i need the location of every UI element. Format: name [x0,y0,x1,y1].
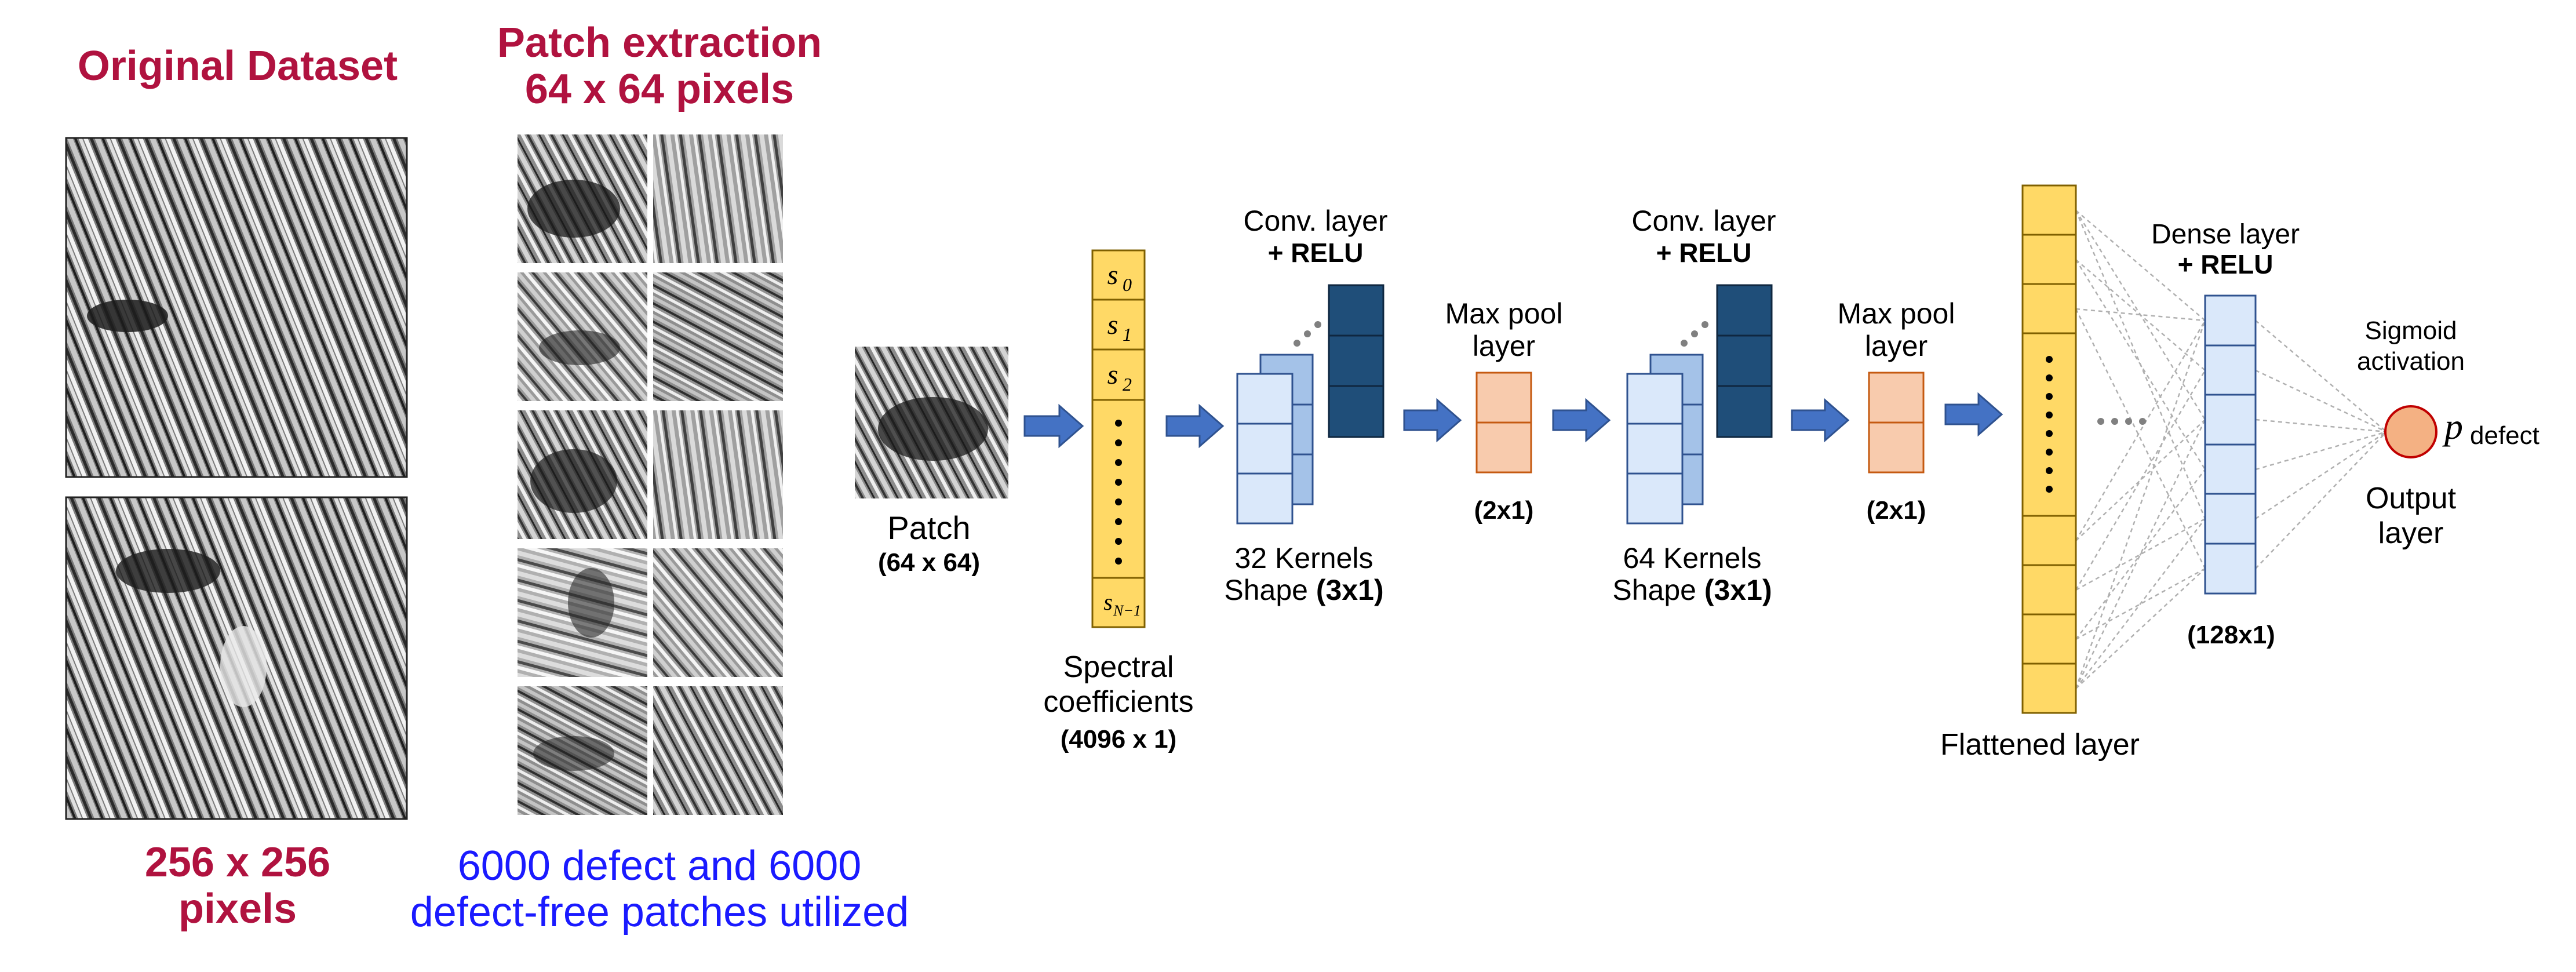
pool2-title-line2: layer [1865,330,1928,362]
conv2-shape: Shape (3x1) [1612,574,1772,606]
conv1-shape-prefix: Shape [1224,574,1316,606]
pool2-title-line1: Max pool [1838,297,1955,330]
svg-text:p: p [2442,406,2463,447]
pool1-block [1475,372,1532,474]
spectral-coeff-s2: s 2 [1107,359,1132,395]
spectral-ellipsis-dots [1115,420,1122,565]
conv1-kernels: 32 Kernels [1234,542,1373,574]
output-label-line1: Output [2366,482,2457,515]
conv1-title-line2: + RELU [1268,238,1364,268]
arrow-conv1-to-pool1 [1403,398,1462,443]
pool2-block [1868,372,1925,474]
conv2-shape-value: (3x1) [1704,574,1772,606]
output-neuron [2384,405,2437,458]
spectral-label-line2: coefficients [1043,685,1193,719]
patch-grid [518,134,783,815]
flattened-label: Flattened layer [1940,728,2140,762]
conv2-title-line1: Conv. layer [1631,205,1776,237]
spectral-coeff-sN-1: s N−1 [1103,589,1141,619]
original-image-2 [65,496,408,820]
patch-thumbnail [653,134,783,263]
sigmoid-label-line1: Sigmoid [2365,316,2457,345]
original-size-line1: 256 x 256 [145,839,330,886]
patch-thumbnail [653,548,783,677]
pool2-size: (2x1) [1867,496,1926,525]
arrow-pool1-to-conv2 [1552,398,1611,443]
svg-text:defect: defect [2470,421,2539,450]
patch-thumbnail [653,410,783,539]
arrow-pool2-to-flatten [1944,392,2003,437]
output-label-line2: layer [2378,516,2444,550]
dense-vector [2204,294,2257,595]
input-patch-label: Patch [887,509,970,546]
connection-ellipsis [2097,418,2146,425]
svg-text:s: s [1103,589,1113,615]
arrow-patch-to-spectral [1023,403,1084,449]
pool1-title-line2: layer [1473,330,1535,362]
sigmoid-label-line2: activation [2357,347,2465,376]
svg-text:2: 2 [1123,374,1132,395]
original-image-1 [65,137,408,478]
patch-extraction-title-line2: 64 x 64 pixels [525,66,794,112]
spectral-size: (4096 x 1) [1061,725,1177,753]
flattened-vector [2021,184,2077,714]
conv1-shape-value: (3x1) [1316,574,1384,606]
svg-text:0: 0 [1123,274,1132,295]
conv1-title-line1: Conv. layer [1243,205,1387,237]
pool1-title-line1: Max pool [1445,297,1563,330]
dense-title-line1: Dense layer [2151,219,2300,250]
input-patch-size: (64 x 64) [878,548,980,577]
spectral-coefficients-vector: s 0 s 1 s 2 s N−1 [1091,249,1146,628]
dense-size: (128x1) [2187,621,2275,649]
original-dataset-title: Original Dataset [78,43,398,89]
input-patch-image [855,347,1008,498]
patch-extraction-title-line1: Patch extraction [497,20,822,66]
conv1-feature-maps [1236,284,1384,525]
patches-note-line1: 6000 defect and 6000 [458,843,862,889]
spectral-coeff-s1: s 1 [1107,310,1132,345]
p-defect-label: p defect [2442,406,2539,450]
spectral-label-line1: Spectral [1063,650,1174,684]
original-size-line2: pixels [178,886,297,932]
arrow-conv2-to-pool2 [1791,398,1850,443]
conv2-title-line2: + RELU [1656,238,1752,268]
patches-note-line2: defect-free patches utilized [410,889,909,935]
conv1-shape: Shape (3x1) [1224,574,1383,606]
pool1-size: (2x1) [1474,496,1534,525]
spectral-coeff-s0: s 0 [1107,260,1132,295]
svg-text:1: 1 [1123,324,1132,345]
arrow-spectral-to-conv1 [1165,403,1225,449]
patch-thumbnail [653,686,783,815]
svg-text:s: s [1107,260,1118,290]
dense-connections [2075,210,2387,689]
conv2-kernels: 64 Kernels [1623,542,1761,574]
svg-text:N−1: N−1 [1113,602,1141,619]
conv2-shape-prefix: Shape [1612,574,1704,606]
svg-text:s: s [1107,310,1118,340]
svg-text:s: s [1107,359,1118,390]
dense-title-line2: + RELU [2178,249,2273,279]
conv2-feature-maps [1626,284,1773,525]
patch-thumbnail [653,272,783,401]
